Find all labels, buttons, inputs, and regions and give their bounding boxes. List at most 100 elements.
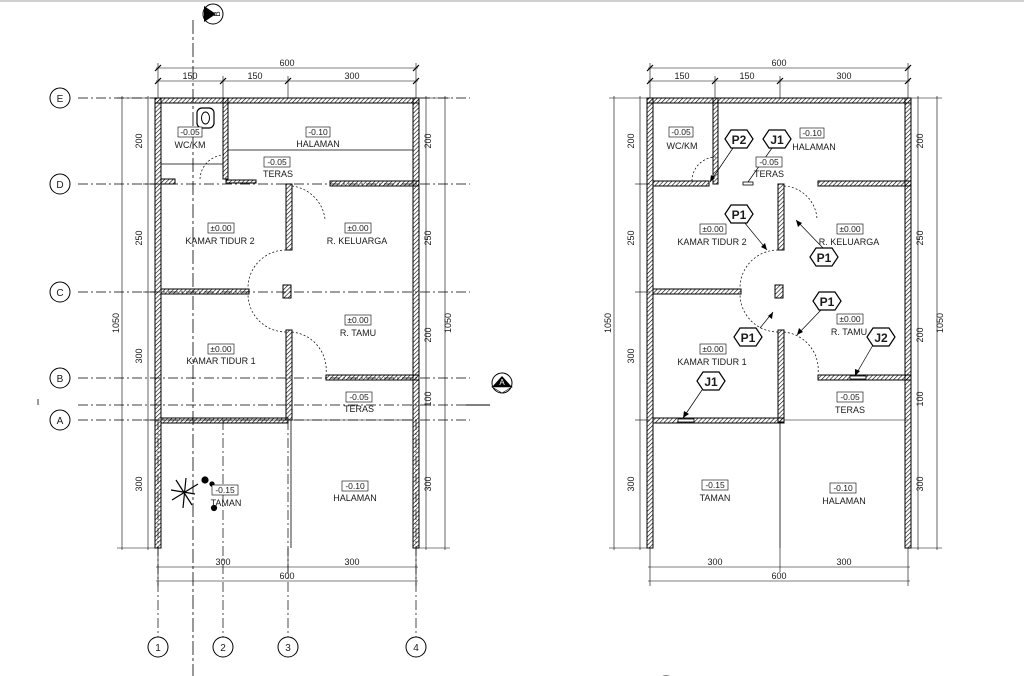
tag-j1-bottom: J1 [696, 371, 726, 391]
column-axis-labels: 1 2 3 4 [147, 636, 427, 658]
svg-text:HALAMAN: HALAMAN [822, 496, 866, 506]
svg-text:200: 200 [626, 133, 636, 148]
svg-text:-0.10: -0.10 [802, 128, 822, 138]
svg-text:P1: P1 [820, 295, 835, 309]
svg-text:250: 250 [626, 230, 636, 245]
room-r-keluarga-b: ±0.00 R. KELUARGA [819, 223, 880, 247]
svg-text:250: 250 [134, 230, 144, 245]
room-wc: -0.05 WC/KM [175, 126, 206, 150]
svg-text:B: B [213, 11, 222, 16]
svg-text:250: 250 [423, 230, 433, 245]
axis-1-marker: 1 [147, 636, 169, 658]
svg-text:±0.00: ±0.00 [210, 223, 231, 233]
svg-text:300: 300 [134, 348, 144, 363]
tag-p1-keluarga: P1 [809, 247, 839, 267]
axis-e-marker: E [49, 87, 71, 109]
room-kamar-tidur-1-b: ±0.00 KAMAR TIDUR 1 [677, 343, 747, 367]
svg-text:1: 1 [155, 643, 161, 654]
svg-text:-0.05: -0.05 [840, 392, 860, 402]
room-halaman-top: -0.10 HALAMAN [296, 126, 340, 149]
svg-text:HALAMAN: HALAMAN [296, 139, 340, 149]
tag-p1-tamu: P1 [812, 291, 842, 311]
svg-text:A: A [499, 378, 505, 387]
axis-d-marker: D [49, 173, 71, 195]
svg-text:±0.00: ±0.00 [347, 223, 368, 233]
room-teras-bottom-b: -0.05 TERAS [835, 391, 865, 415]
svg-text:4: 4 [413, 643, 419, 654]
svg-text:300: 300 [915, 476, 925, 491]
svg-text:P1: P1 [732, 208, 747, 222]
svg-text:-0.05: -0.05 [671, 127, 691, 137]
room-r-tamu: ±0.00 R. TAMU [340, 314, 376, 338]
svg-text:KAMAR TIDUR 2: KAMAR TIDUR 2 [677, 237, 746, 247]
svg-text:-0.10: -0.10 [345, 481, 365, 491]
svg-text:300: 300 [215, 557, 230, 567]
section-marker-b: B [202, 3, 224, 25]
svg-text:J2: J2 [874, 331, 888, 345]
axis-c-marker: C [49, 281, 71, 303]
svg-text:R. TAMU: R. TAMU [831, 327, 867, 337]
svg-text:600: 600 [279, 58, 294, 68]
room-kamar-tidur-1: ±0.00 KAMAR TIDUR 1 [186, 343, 256, 366]
svg-text:P1: P1 [817, 251, 832, 265]
svg-text:150: 150 [247, 71, 262, 81]
svg-text:300: 300 [836, 71, 851, 81]
svg-text:±0.00: ±0.00 [839, 224, 860, 234]
room-teras-bottom: -0.05 TERAS [344, 391, 374, 414]
tag-j2: J2 [866, 327, 896, 347]
svg-text:R. KELUARGA: R. KELUARGA [819, 237, 880, 247]
svg-text:-0.15: -0.15 [705, 480, 725, 490]
room-r-keluarga: ±0.00 R. KELUARGA [327, 222, 387, 246]
svg-text:±0.00: ±0.00 [347, 315, 368, 325]
row-axis-labels: E D C B A [49, 87, 71, 431]
svg-text:TAMAN: TAMAN [700, 493, 731, 503]
svg-text:-0.05: -0.05 [759, 157, 779, 167]
svg-text:600: 600 [279, 571, 294, 581]
svg-text:300: 300 [836, 557, 851, 567]
toilet-icon [196, 107, 215, 129]
svg-text:KAMAR TIDUR 1: KAMAR TIDUR 1 [677, 357, 746, 367]
svg-text:150: 150 [674, 71, 689, 81]
svg-text:TERAS: TERAS [344, 404, 374, 414]
svg-text:WC/KM: WC/KM [667, 141, 698, 151]
svg-text:1050: 1050 [935, 313, 945, 333]
svg-text:1050: 1050 [443, 313, 453, 333]
svg-text:200: 200 [423, 327, 433, 342]
svg-text:D: D [56, 180, 63, 191]
svg-text:-0.10: -0.10 [308, 127, 328, 137]
svg-text:J1: J1 [704, 375, 718, 389]
svg-text:2: 2 [220, 643, 226, 654]
svg-text:±0.00: ±0.00 [210, 344, 231, 354]
svg-text:200: 200 [134, 133, 144, 148]
svg-text:R. TAMU: R. TAMU [340, 328, 376, 338]
svg-text:TERAS: TERAS [754, 169, 784, 179]
room-halaman-bottom: -0.10 HALAMAN [333, 480, 377, 503]
plant-icon [170, 476, 218, 512]
svg-text:300: 300 [134, 476, 144, 491]
svg-text:300: 300 [626, 476, 636, 491]
room-teras-top: -0.05 TERAS [263, 156, 293, 179]
room-halaman-top-2: -0.10 HALAMAN [792, 127, 836, 152]
svg-text:600: 600 [771, 571, 786, 581]
svg-text:1050: 1050 [603, 313, 613, 333]
top-border [0, 0, 1024, 2]
section-marker-a: A [466, 372, 514, 406]
svg-text:100: 100 [915, 391, 925, 406]
room-wc-2: -0.05 WC/KM [667, 126, 698, 151]
svg-text:200: 200 [915, 327, 925, 342]
svg-text:C: C [56, 288, 63, 299]
svg-text:150: 150 [182, 71, 197, 81]
svg-text:600: 600 [771, 58, 786, 68]
room-kamar-tidur-2-b: ±0.00 KAMAR TIDUR 2 [677, 223, 747, 247]
svg-text:-0.05: -0.05 [267, 157, 287, 167]
room-taman: -0.15 TAMAN [211, 484, 241, 508]
svg-text:±0.00: ±0.00 [702, 224, 723, 234]
svg-text:KAMAR TIDUR 2: KAMAR TIDUR 2 [185, 236, 254, 246]
tag-p2-top: P2 [724, 129, 754, 149]
svg-text:300: 300 [626, 348, 636, 363]
room-kamar-tidur-2: ±0.00 KAMAR TIDUR 2 [185, 222, 255, 246]
plan-1: 600 150 150 300 300 300 600 1050 200 250… [111, 58, 453, 586]
svg-text:P1: P1 [741, 331, 756, 345]
svg-text:HALAMAN: HALAMAN [333, 493, 377, 503]
